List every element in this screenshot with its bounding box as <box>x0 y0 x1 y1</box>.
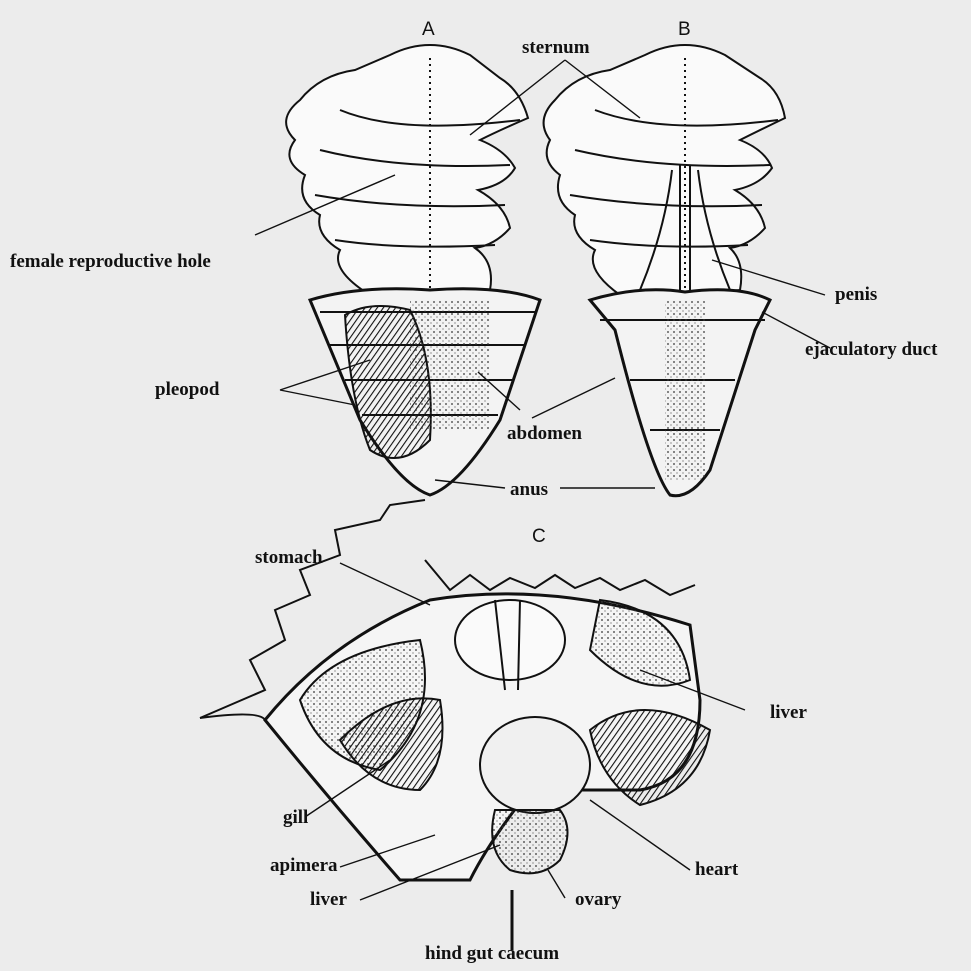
label-pleopod: pleopod <box>155 380 219 399</box>
label-hind-gut-caecum: hind gut caecum <box>425 944 559 963</box>
panel-a-drawing <box>286 45 540 495</box>
panel-label-a: A <box>422 20 435 39</box>
label-apimera: apimera <box>270 856 338 875</box>
panel-label-c: C <box>532 527 546 546</box>
label-sternum: sternum <box>522 38 590 57</box>
label-heart: heart <box>695 860 738 879</box>
label-gill: gill <box>283 808 308 827</box>
label-stomach: stomach <box>255 548 323 567</box>
label-ejaculatory-duct: ejaculatory duct <box>805 340 937 359</box>
label-penis: penis <box>835 285 877 304</box>
label-liver-bottom: liver <box>310 890 347 909</box>
label-anus: anus <box>510 480 548 499</box>
label-ovary: ovary <box>575 890 621 909</box>
label-female-reproductive-hole: female reproductive hole <box>10 252 211 271</box>
label-abdomen: abdomen <box>507 424 582 443</box>
label-liver-right: liver <box>770 703 807 722</box>
panel-label-b: B <box>678 20 691 39</box>
